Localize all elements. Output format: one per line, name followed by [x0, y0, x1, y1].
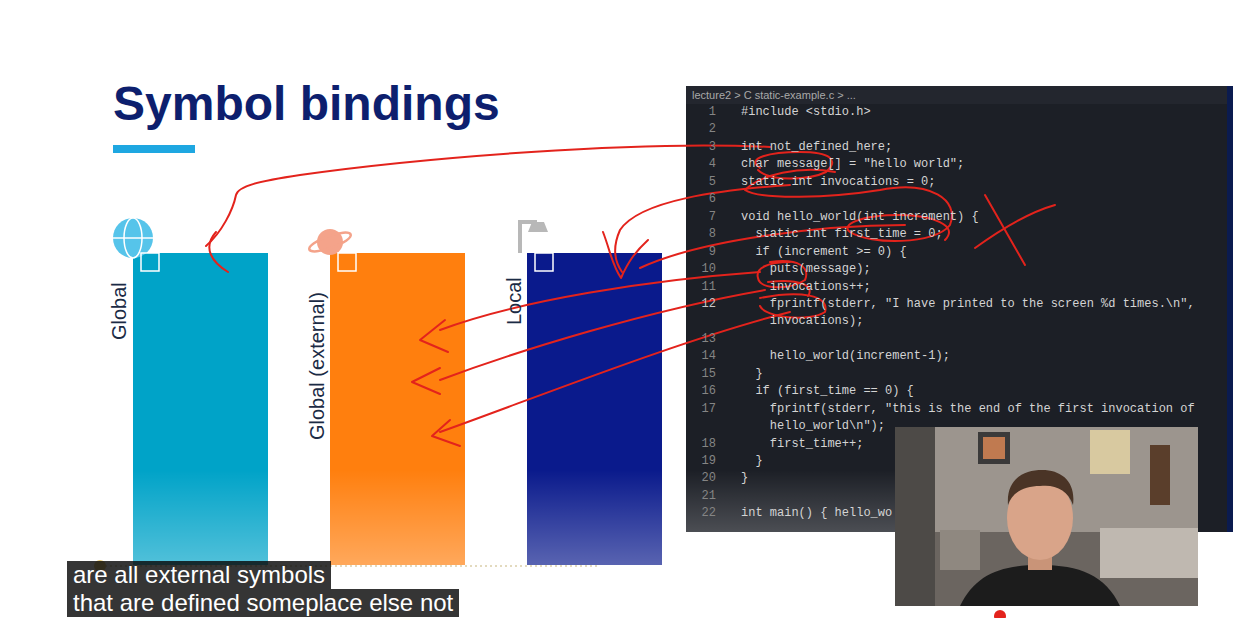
bar-icon	[295, 208, 385, 288]
code-line: void hello_world(int increment) {	[741, 209, 1219, 226]
line-number: 3	[688, 139, 716, 156]
bar-label: Global	[108, 282, 130, 340]
code-line: first_time++;	[770, 436, 1219, 453]
line-number: 15	[688, 366, 716, 383]
code-line: int main() { hello_wo	[741, 505, 1219, 522]
line-number: 1	[688, 104, 716, 121]
code-line: }	[755, 366, 1219, 383]
code-line: fprintf(stderr, "this is the end of the …	[770, 401, 1219, 436]
bar-icon	[98, 208, 188, 288]
globe-icon	[113, 218, 153, 258]
chair	[940, 530, 980, 570]
sofa	[1100, 528, 1198, 578]
breadcrumb: lecture2 > C static-example.c > ...	[692, 88, 856, 102]
code-line: static int invocations = 0;	[741, 174, 1219, 191]
line-number: 17	[688, 401, 716, 418]
line-number: 22	[688, 505, 716, 522]
code-line: static int first_time = 0;	[755, 226, 1219, 243]
line-number: 8	[688, 226, 716, 243]
code-line: char message[] = "hello world";	[741, 156, 1219, 173]
line-number: 5	[688, 174, 716, 191]
bar-label: Local	[503, 277, 525, 325]
globe-equator	[113, 237, 153, 239]
player-dot	[994, 610, 1006, 618]
code-line: hello_world(increment-1);	[770, 348, 1219, 365]
planet-ring	[307, 229, 352, 255]
code-line: if (first_time == 0) {	[755, 383, 1219, 400]
lamp-shade	[528, 222, 548, 232]
line-number: 13	[688, 331, 716, 348]
corner-mark	[535, 253, 553, 271]
binding-bar: Local	[527, 253, 662, 565]
binding-bar: Global	[133, 253, 268, 565]
code-line: }	[755, 453, 1219, 470]
line-number: 20	[688, 470, 716, 487]
code-line: invocations++;	[770, 279, 1219, 296]
code-line: if (increment >= 0) {	[755, 244, 1219, 261]
line-number: 18	[688, 436, 716, 453]
panel-edge	[1227, 86, 1233, 532]
code-editor: lecture2 > C static-example.c > ... #incl…	[686, 86, 1227, 532]
code-line: puts(message);	[770, 261, 1219, 278]
line-number: 7	[688, 209, 716, 226]
line-number: 14	[688, 348, 716, 365]
line-number: 21	[688, 488, 716, 505]
line-number: 16	[688, 383, 716, 400]
line-number: 19	[688, 453, 716, 470]
neck	[1028, 550, 1052, 570]
corner-mark	[338, 253, 356, 271]
binding-bar: Global (external)	[330, 253, 465, 565]
corner-mark	[141, 253, 159, 271]
code-line: }	[741, 470, 1219, 487]
line-number: 12	[688, 296, 716, 313]
line-number: 2	[688, 121, 716, 138]
subtitle: are all external symbols	[67, 561, 331, 589]
line-number: 10	[688, 261, 716, 278]
bar-label: Global (external)	[306, 292, 328, 440]
code-line: int not_defined_here;	[741, 139, 1219, 156]
line-number: 9	[688, 244, 716, 261]
title-underline	[113, 145, 195, 153]
subtitle: that are defined someplace else not	[67, 589, 459, 617]
line-number: 4	[688, 156, 716, 173]
slide-title: Symbol bindings	[113, 76, 500, 132]
bar-icon	[492, 208, 582, 288]
code-line: fprintf(stderr, "I have printed to the s…	[770, 296, 1219, 331]
line-number: 6	[688, 191, 716, 208]
line-number: 11	[688, 279, 716, 296]
shirt	[960, 565, 1120, 606]
code-line: #include <stdio.h>	[741, 104, 1219, 121]
